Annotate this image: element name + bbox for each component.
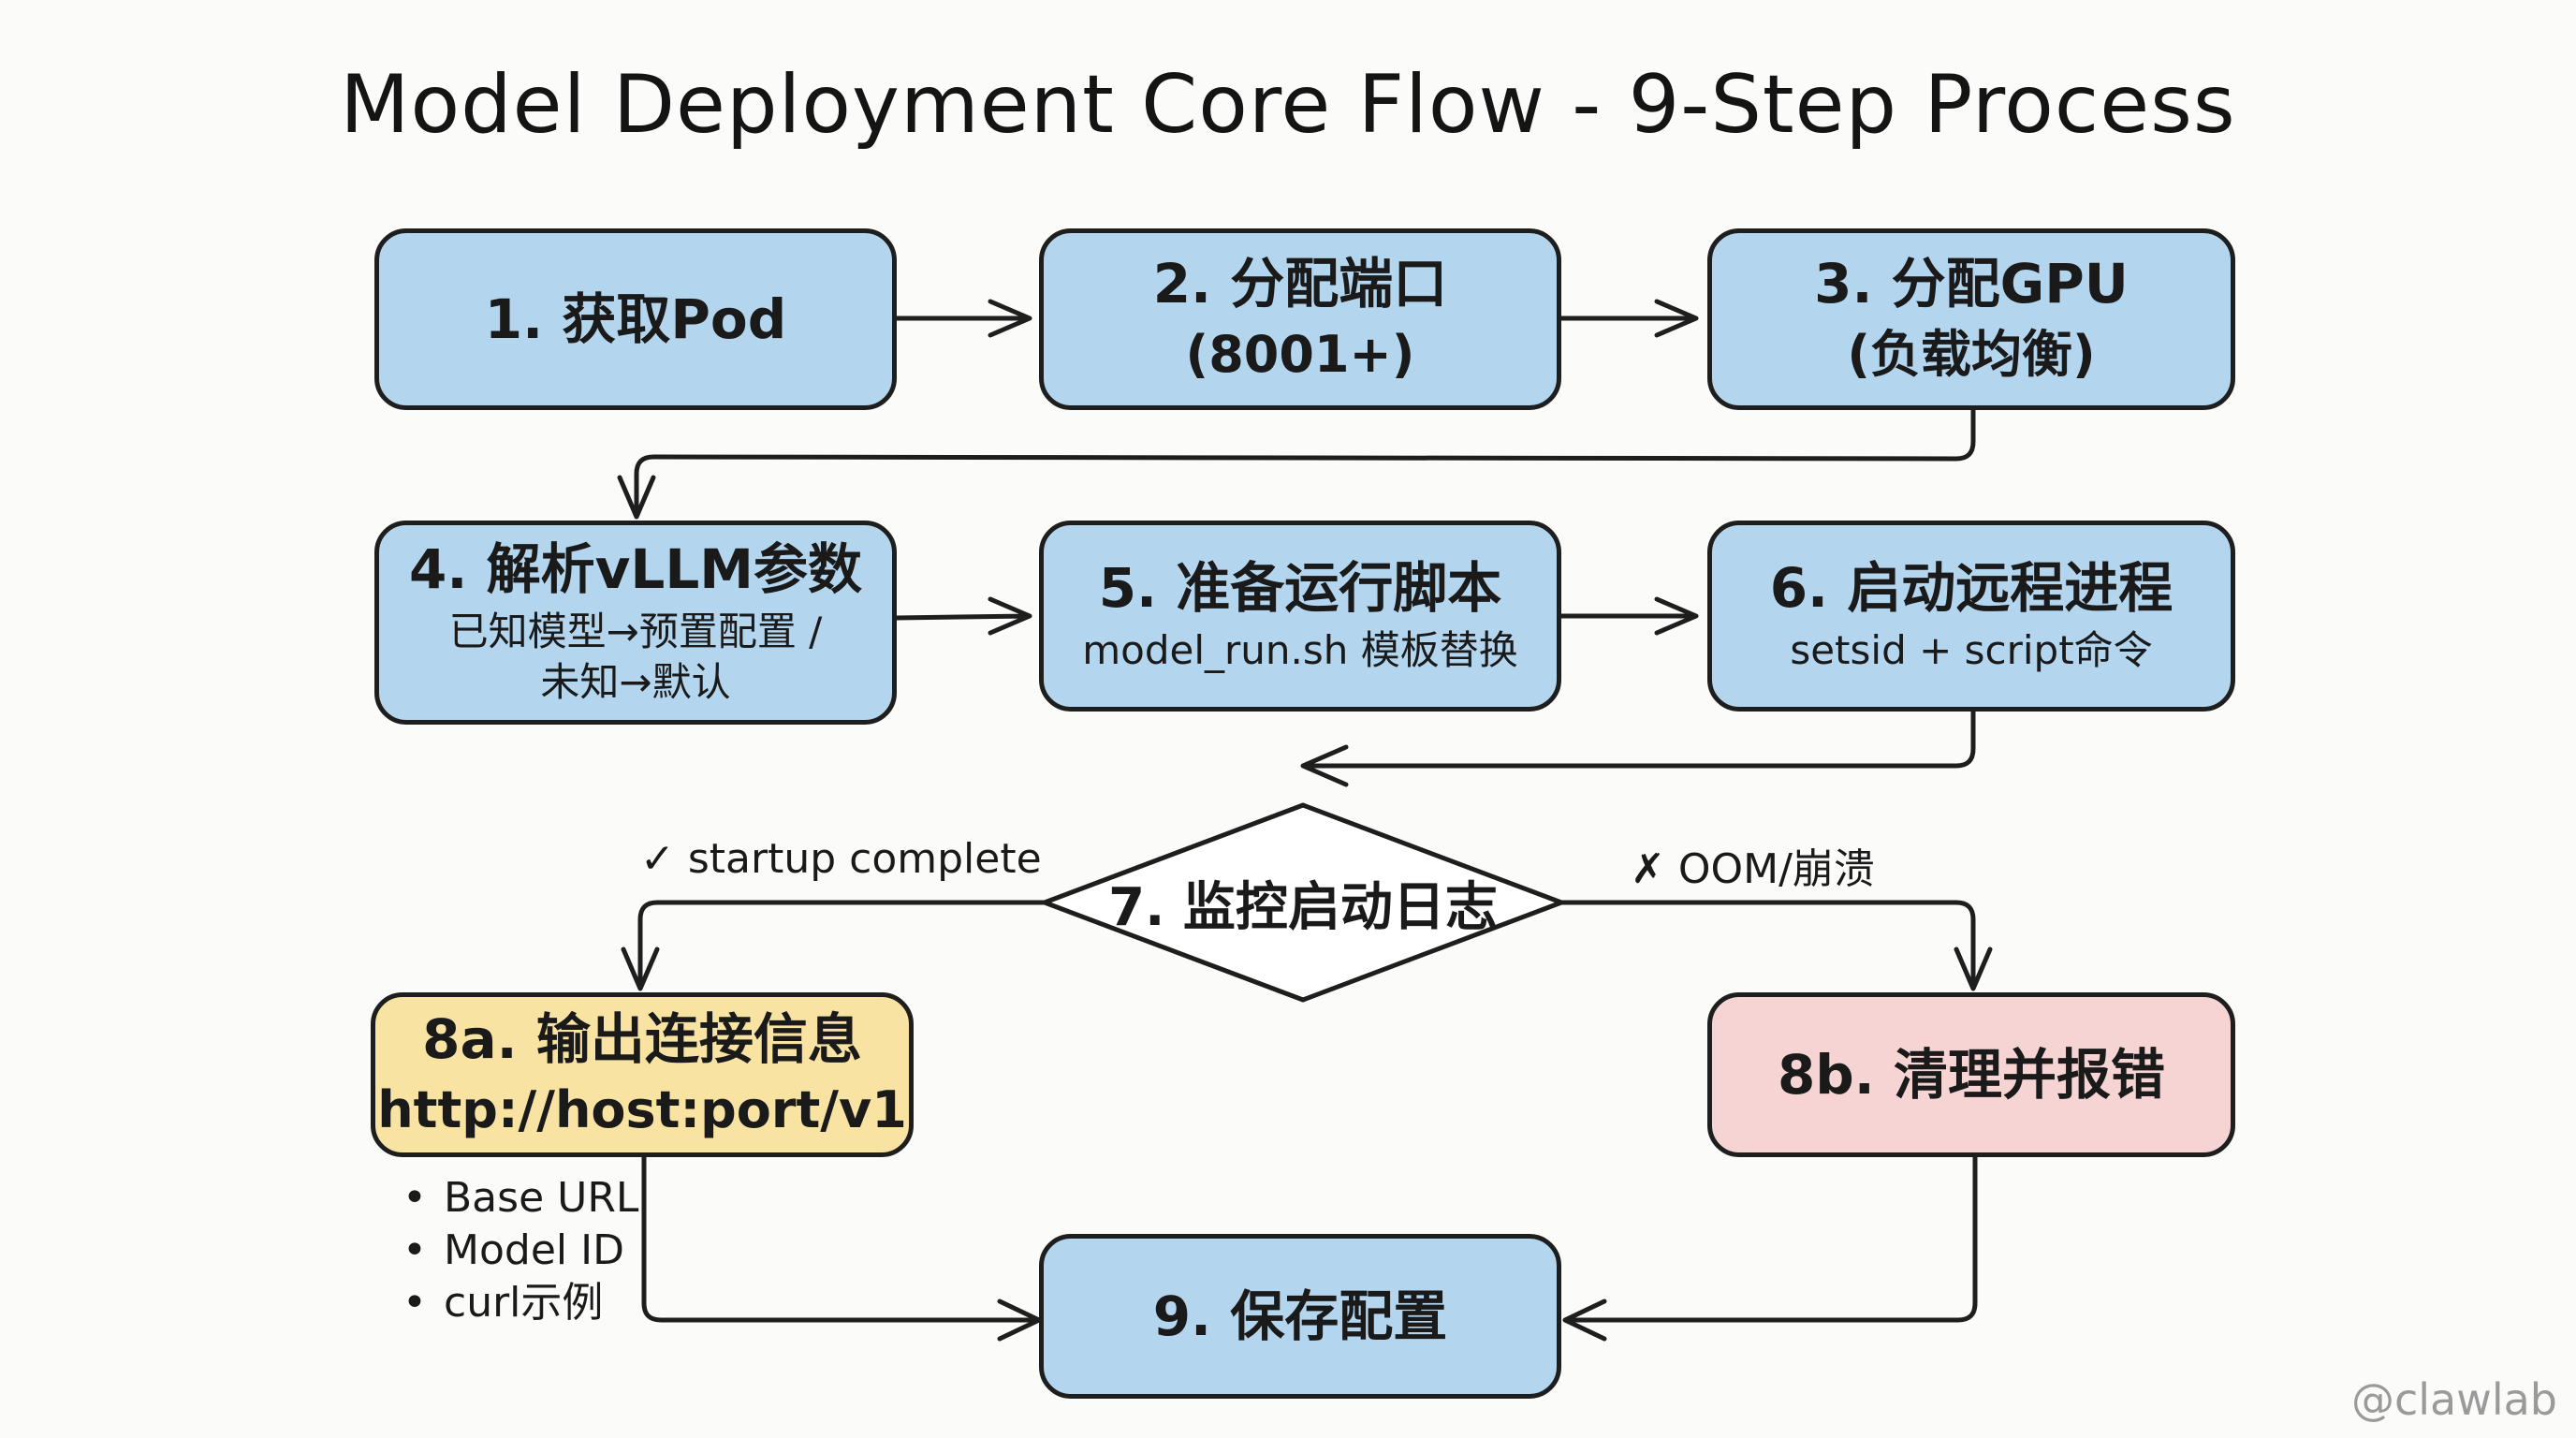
arrow-8b-to-9 xyxy=(1562,1154,1978,1342)
step-6-box: 6. 启动远程进程 setsid + script命令 xyxy=(1707,521,2235,712)
arrow-2-to-3 xyxy=(1559,299,1699,338)
output-item: curl示例 xyxy=(402,1277,638,1329)
arrow-1-to-2 xyxy=(894,299,1032,338)
output-list: Base URL Model ID curl示例 xyxy=(402,1172,638,1329)
arrow-6-to-7 xyxy=(1300,709,1976,787)
step-9-box: 9. 保存配置 xyxy=(1039,1234,1561,1399)
success-branch-label: ✓ startup complete xyxy=(640,835,1042,883)
step-5-title: 5. 准备运行脚本 xyxy=(1098,556,1502,621)
step-1-title: 1. 获取Pod xyxy=(484,286,787,351)
arrow-7-to-8b xyxy=(1559,900,1993,991)
arrow-4-to-5 xyxy=(894,596,1032,636)
decision-diamond xyxy=(1042,802,1564,1003)
page-title: Model Deployment Core Flow - 9-Step Proc… xyxy=(340,58,2236,152)
step-8a-box: 8a. 输出连接信息 http://host:port/v1 xyxy=(371,992,914,1157)
step-4-detail-line-2: 未知→默认 xyxy=(540,659,731,706)
step-8b-title: 8b. 清理并报错 xyxy=(1777,1042,2166,1107)
step-2-box: 2. 分配端口 (8001+) xyxy=(1039,228,1561,410)
step-1-box: 1. 获取Pod xyxy=(374,228,897,410)
output-item: Model ID xyxy=(402,1225,638,1277)
step-6-title: 6. 启动远程进程 xyxy=(1769,556,2174,621)
step-3-title: 3. 分配GPU xyxy=(1814,251,2129,315)
step-7-label: 7. 监控启动日志 xyxy=(1108,877,1498,938)
step-3-detail: (负载均衡) xyxy=(1847,325,2096,385)
output-item: Base URL xyxy=(402,1172,638,1225)
step-4-title: 4. 解析vLLM参数 xyxy=(408,537,863,602)
step-9-title: 9. 保存配置 xyxy=(1152,1284,1448,1348)
step-8a-title: 8a. 输出连接信息 xyxy=(422,1006,862,1071)
step-2-detail: (8001+) xyxy=(1185,325,1415,385)
arrow-3-to-4 xyxy=(617,407,1976,520)
step-4-detail-line-1: 已知模型→预置配置 / xyxy=(448,608,823,654)
arrow-7-to-8a xyxy=(621,900,1047,991)
step-8b-box: 8b. 清理并报错 xyxy=(1707,992,2235,1157)
step-5-detail: model_run.sh 模板替换 xyxy=(1082,627,1518,674)
step-8a-detail: http://host:port/v1 xyxy=(377,1080,907,1140)
step-4-box: 4. 解析vLLM参数 已知模型→预置配置 / 未知→默认 xyxy=(374,521,897,725)
watermark: @clawlab xyxy=(2350,1374,2557,1425)
step-5-box: 5. 准备运行脚本 model_run.sh 模板替换 xyxy=(1039,521,1561,712)
arrow-8a-to-9 xyxy=(641,1154,1042,1342)
step-6-detail: setsid + script命令 xyxy=(1790,627,2153,674)
step-2-title: 2. 分配端口 xyxy=(1152,251,1448,315)
step-3-box: 3. 分配GPU (负载均衡) xyxy=(1707,228,2235,410)
arrow-5-to-6 xyxy=(1559,596,1699,636)
failure-branch-label: ✗ OOM/崩溃 xyxy=(1631,845,1875,893)
